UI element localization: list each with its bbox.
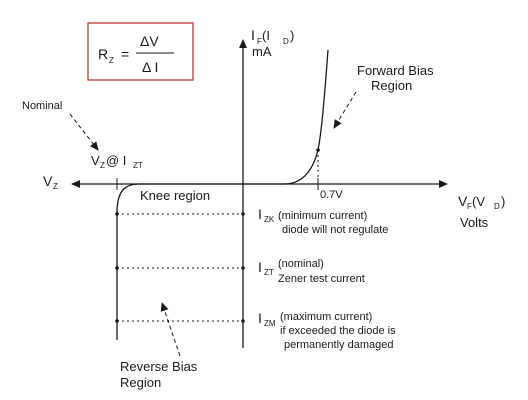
izm-annotation: I ZM (maximum current) if exceeded the d…: [258, 310, 396, 351]
forward-bias-label-1: Forward Bias: [357, 63, 434, 78]
x-neg-main: V: [43, 173, 53, 189]
nominal-label: Nominal: [22, 100, 62, 112]
reverse-bias-label-1: Reverse Bias: [120, 359, 198, 374]
izt-dot-axis: [241, 266, 245, 270]
forward-voltage-label: 0.7V: [320, 189, 343, 201]
forward-bias-label-2: Region: [371, 78, 412, 93]
vz-main: V: [91, 153, 100, 168]
vz-izt-sub: ZT: [133, 161, 143, 170]
knee-region-label: Knee region: [140, 188, 210, 203]
formula-lhs-sub: Z: [109, 56, 114, 65]
izm-sub: ZM: [264, 319, 276, 328]
x-pos-paren-sub: D: [494, 202, 500, 211]
x-pos-paren-open: (V: [472, 194, 485, 209]
izm-symbol: I: [258, 310, 262, 326]
y-unit: mA: [252, 44, 272, 59]
x-pos-sub: F: [467, 202, 472, 211]
forward-curve: [243, 49, 329, 185]
x-neg-sub: Z: [53, 182, 58, 191]
x-pos-label: V F (V D ) Volts: [458, 193, 505, 230]
nominal-leader: [69, 113, 99, 151]
izm-line1: (maximum current): [280, 311, 372, 323]
y-label-paren-open: (I: [262, 28, 270, 43]
formula-border: [87, 22, 194, 81]
x-unit: Volts: [460, 215, 489, 230]
izk-sub: ZK: [264, 215, 275, 224]
izm-dot-left: [115, 319, 119, 323]
izk-dot-left: [115, 212, 119, 216]
formula-lhs: R: [98, 46, 108, 62]
vz-at-izt-label: V Z @ I ZT: [91, 153, 143, 170]
reverse-curve: [116, 183, 243, 340]
y-label-sub: F: [257, 37, 262, 46]
reverse-bias-label-2: Region: [120, 375, 161, 390]
izt-symbol: I: [258, 259, 262, 275]
vz-sub: Z: [100, 161, 105, 170]
izk-annotation: I ZK (minimum current) diode will not re…: [258, 206, 388, 236]
izm-line2: if exceeded the diode is: [280, 325, 396, 337]
izt-dot-left: [115, 266, 119, 270]
y-label-paren-close: ): [290, 28, 294, 43]
izt-sub: ZT: [264, 268, 274, 277]
x-pos-paren-close: ): [501, 194, 505, 209]
izt-line1: (nominal): [278, 258, 324, 270]
forward-bias-leader: [333, 91, 357, 129]
formula-box: R Z = ΔV Δ I: [87, 22, 194, 81]
y-axis-label: I F (I D ) mA: [251, 27, 294, 59]
izm-dot-axis: [241, 319, 245, 323]
formula-denominator: Δ I: [142, 59, 158, 75]
izk-dot-axis: [241, 212, 245, 216]
izk-line2: diode will not regulate: [282, 224, 388, 236]
x-pos-main: V: [458, 193, 468, 209]
izm-line3: permanently damaged: [284, 339, 393, 351]
izk-line1: (minimum current): [278, 210, 367, 222]
izt-line2: Zener test current: [278, 273, 365, 285]
x-neg-label: V Z: [43, 173, 58, 191]
y-label-main: I: [251, 27, 255, 43]
izt-annotation: I ZT (nominal) Zener test current: [258, 258, 365, 285]
formula-equals: =: [121, 46, 129, 62]
vz-at: @ I: [106, 153, 126, 168]
formula-numerator: ΔV: [140, 33, 159, 49]
y-label-paren-sub: D: [283, 37, 289, 46]
izk-symbol: I: [258, 206, 262, 222]
reverse-bias-leader: [160, 302, 181, 357]
